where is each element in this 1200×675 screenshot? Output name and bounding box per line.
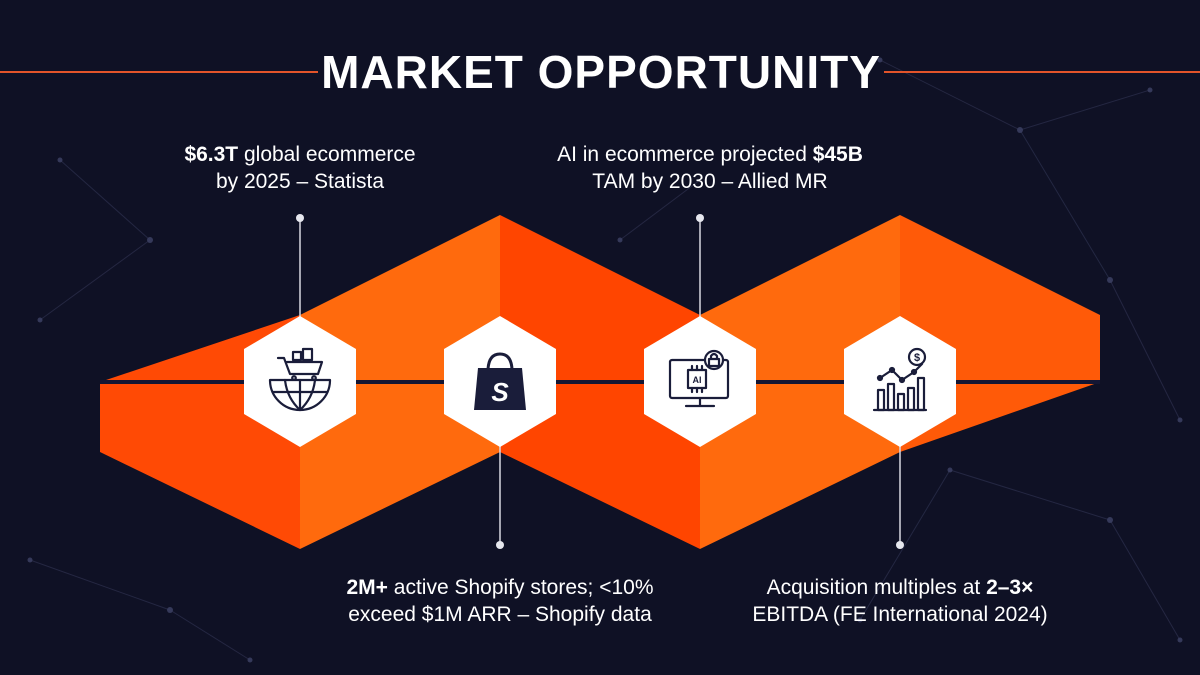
stat-text: exceed $1M ARR – Shopify data <box>348 603 652 626</box>
hexagon-3 <box>644 316 756 447</box>
growth-chart-dollar-icon <box>872 347 928 412</box>
stat-text: EBITDA (FE International 2024) <box>752 603 1048 626</box>
stat-highlight: $45B <box>812 143 863 166</box>
stat-note-shopify-stores: 2M+ active Shopify stores; <10% exceed $… <box>300 574 700 628</box>
leader-dot-4 <box>896 541 904 549</box>
stat-note-global-ecommerce: $6.3T global ecommerce by 2025 – Statist… <box>150 141 450 195</box>
leader-dot-3 <box>696 214 704 222</box>
title-bar: MARKET OPPORTUNITY <box>0 40 1200 104</box>
shopify-letter: S <box>491 377 509 407</box>
stat-highlight: 2M+ <box>346 576 388 599</box>
shopify-bag-icon: S <box>474 352 526 410</box>
ai-chip-label: AI <box>693 375 702 385</box>
stat-highlight: $6.3T <box>184 143 239 166</box>
stat-text: active Shopify stores; <10% <box>387 576 654 599</box>
stat-note-acquisition-multiples: Acquisition multiples at 2–3× EBITDA (FE… <box>700 574 1100 628</box>
title-rule-left <box>0 71 318 73</box>
leader-dot-2 <box>496 541 504 549</box>
shopping-cart-globe-icon <box>268 347 332 412</box>
stat-highlight: 2–3× <box>986 576 1034 599</box>
stat-text: global ecommerce <box>238 143 416 166</box>
stat-text: by 2025 – Statista <box>215 170 385 193</box>
page-title: MARKET OPPORTUNITY <box>321 46 881 98</box>
stat-text: TAM by 2030 – Allied MR <box>592 170 828 193</box>
stat-text: AI in ecommerce projected <box>557 143 813 166</box>
leader-dot-1 <box>296 214 304 222</box>
stat-note-ai-ecommerce: AI in ecommerce projected $45B TAM by 20… <box>500 141 920 195</box>
dollar-sign: $ <box>914 352 920 364</box>
title-rule-right <box>884 71 1200 73</box>
ai-monitor-lock-icon <box>668 349 730 408</box>
stat-text: Acquisition multiples at <box>766 576 987 599</box>
